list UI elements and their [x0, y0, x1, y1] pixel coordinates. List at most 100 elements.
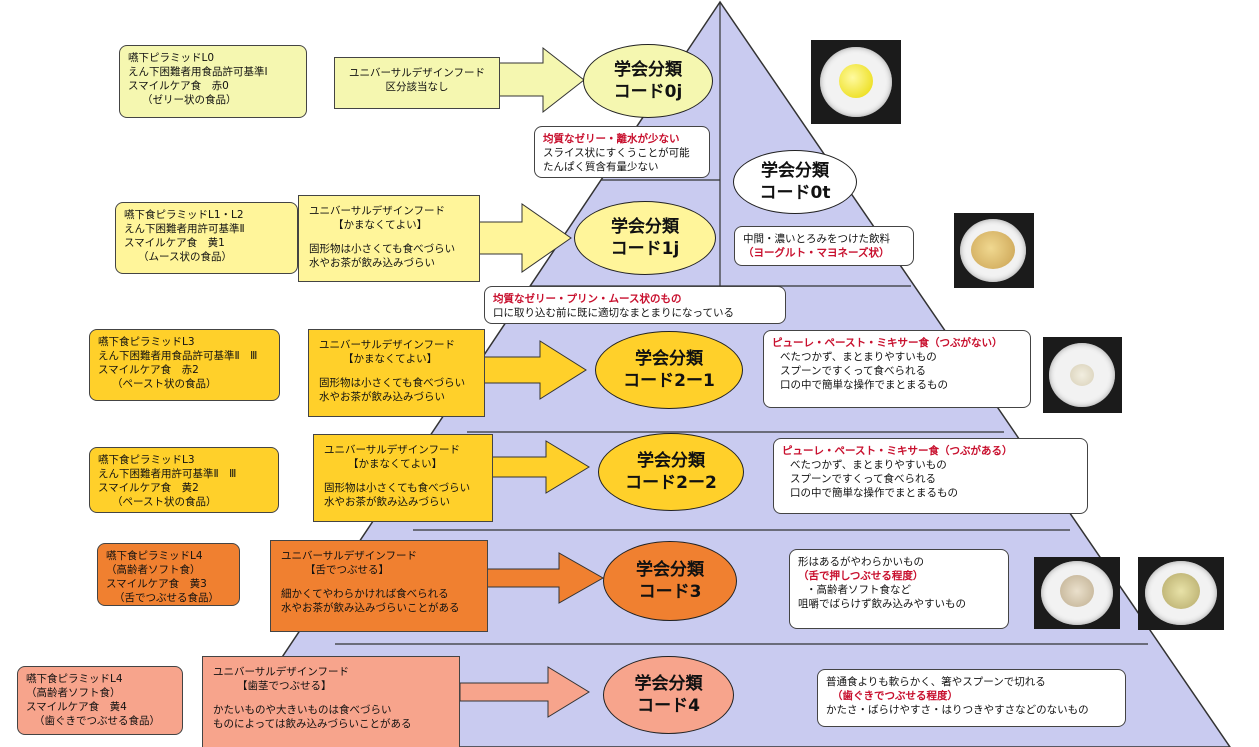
ud-21-line-3: 固形物は小さくても食べづらい [319, 377, 466, 389]
source-box-0j: 嚥下ピラミッドL0 えん下困難者用食品許可基準Ⅰ スマイルケア食 赤0 （ゼリー… [119, 45, 307, 118]
code-4-line-1: 学会分類 [634, 674, 703, 694]
code-1j-line-1: 学会分類 [611, 217, 679, 237]
source-4-line-1: 嚥下食ピラミッドL4 [26, 673, 123, 685]
arrow-3 [485, 552, 605, 604]
source-1j-line-4: （ムース状の食品） [138, 251, 232, 263]
source-4-line-4: （歯ぐきでつぶせる食品） [34, 715, 160, 727]
desc-21-line-4: 口の中で簡単な操作でまとまるもの [780, 379, 948, 391]
desc-box-2-1: ピューレ・ペースト・ミキサー食（つぶがない） べたつかず、まとまりやすいもの ス… [763, 330, 1031, 408]
ud-box-1j: ユニバーサルデザインフード 【かまなくてよい】 固形物は小さくても食べづらい 水… [298, 195, 480, 282]
ud-3-line-1: ユニバーサルデザインフード [281, 550, 417, 562]
source-3-line-1: 嚥下食ピラミッドL4 [106, 550, 203, 562]
ud-22-line-1: ユニバーサルデザインフード [324, 444, 460, 456]
code-oval-4: 学会分類 コード4 [603, 656, 734, 734]
desc-3-line-1: 形はあるがやわらかいもの [798, 556, 924, 568]
desc-box-4: 普通食よりも軟らかく、箸やスプーンで切れる （歯ぐきでつぶせる程度） かたさ・ば… [817, 669, 1126, 727]
code-3-line-1: 学会分類 [636, 560, 704, 580]
arrow-0j [497, 46, 585, 114]
desc-4-line-1: 普通食よりも軟らかく、箸やスプーンで切れる [826, 676, 1046, 688]
ud-1j-line-1: ユニバーサルデザインフード [309, 205, 445, 217]
code-0t-line-2: コード0t [759, 183, 831, 203]
code-22-line-1: 学会分類 [637, 451, 705, 471]
ud-21-line-2: 【かまなくてよい】 [343, 353, 438, 365]
desc-22-line-4: 口の中で簡単な操作でまとまるもの [790, 487, 958, 499]
code-oval-2-2: 学会分類 コード2ー2 [598, 433, 744, 511]
source-22-line-3: スマイルケア食 黄2 [98, 482, 199, 494]
source-box-4: 嚥下食ピラミッドL4 （高齢者ソフト食） スマイルケア食 黄4 （歯ぐきでつぶせ… [17, 666, 183, 735]
desc-0j-line-1: 均質なゼリー・離水が少ない [543, 133, 680, 145]
source-0j-line-1: 嚥下ピラミッドL0 [128, 52, 215, 64]
code-oval-1j: 学会分類 コード1j [574, 201, 716, 275]
ud-box-3: ユニバーサルデザインフード 【舌でつぶせる】 細かくてやわらかければ食べられる … [270, 540, 488, 632]
ud-box-2-1: ユニバーサルデザインフード 【かまなくてよい】 固形物は小さくても食べづらい 水… [308, 329, 485, 417]
code-4-line-2: コード4 [637, 696, 700, 716]
arrow-4 [459, 666, 590, 718]
source-3-line-4: （舌でつぶせる食品） [114, 592, 219, 604]
desc-0j-line-3: たんぱく質含有量少ない [543, 161, 659, 173]
source-21-line-4: （ペースト状の食品） [112, 378, 217, 390]
source-21-line-1: 嚥下食ピラミッドL3 [98, 336, 195, 348]
code-22-line-2: コード2ー2 [625, 473, 717, 493]
ud-3-line-3: 細かくてやわらかければ食べられる [281, 588, 449, 600]
source-1j-line-2: えん下困難者用許可基準Ⅱ [124, 223, 245, 235]
source-box-2-1: 嚥下食ピラミッドL3 えん下困難者用食品許可基準Ⅱ Ⅲ スマイルケア食 赤2 （… [89, 329, 280, 401]
ud-4-line-1: ユニバーサルデザインフード [213, 666, 349, 678]
desc-22-line-3: スプーンですくって食べられる [790, 473, 936, 485]
source-0j-line-3: スマイルケア食 赤0 [128, 80, 229, 92]
ud-1j-line-2: 【かまなくてよい】 [333, 219, 428, 231]
desc-22-line-1: ピューレ・ペースト・ミキサー食（つぶがある） [782, 445, 1013, 457]
desc-1j-line-2: 口に取り込む前に既に適切なまとまりになっている [493, 307, 734, 319]
ud-0j-line-1: ユニバーサルデザインフード [349, 67, 485, 79]
desc-4-line-3: かたさ・ばらけやすさ・はりつきやすさなどのないもの [826, 704, 1089, 716]
desc-0j-line-2: スライス状にすくうことが可能 [543, 147, 690, 159]
desc-3-line-2: （舌で押しつぶせる程度） [798, 570, 924, 582]
ud-3-line-4: 水やお茶が飲み込みづらいことがある [281, 602, 460, 614]
ud-box-2-2: ユニバーサルデザインフード 【かまなくてよい】 固形物は小さくても食べづらい 水… [313, 434, 493, 522]
food-photo-3a [1034, 557, 1120, 629]
arrow-2-2 [487, 440, 590, 494]
ud-21-line-1: ユニバーサルデザインフード [319, 339, 455, 351]
food-photo-0j [811, 40, 901, 124]
desc-22-line-2: べたつかず、まとまりやすいもの [790, 459, 947, 471]
food-photo-3b [1138, 557, 1224, 630]
source-1j-line-1: 嚥下食ピラミッドL1・L2 [124, 209, 244, 221]
arrow-2-1 [481, 340, 587, 400]
source-22-line-1: 嚥下食ピラミッドL3 [98, 454, 195, 466]
desc-21-line-2: べたつかず、まとまりやすいもの [780, 351, 937, 363]
desc-0t-line-2: （ヨーグルト・マヨネーズ状） [743, 247, 890, 259]
ud-3-line-2: 【舌でつぶせる】 [305, 564, 389, 576]
desc-box-1j: 均質なゼリー・プリン・ムース状のもの 口に取り込む前に既に適切なまとまりになって… [484, 286, 786, 324]
desc-4-line-2: （歯ぐきでつぶせる程度） [832, 690, 958, 702]
food-photo-0t [954, 213, 1034, 288]
code-1j-line-2: コード1j [610, 239, 680, 259]
ud-22-line-2: 【かまなくてよい】 [348, 458, 443, 470]
source-3-line-2: （高齢者ソフト食） [106, 564, 201, 576]
ud-22-line-3: 固形物は小さくても食べづらい [324, 482, 471, 494]
code-oval-3: 学会分類 コード3 [603, 541, 737, 621]
desc-21-line-3: スプーンですくって食べられる [780, 365, 926, 377]
source-4-line-3: スマイルケア食 黄4 [26, 701, 127, 713]
ud-box-4: ユニバーサルデザインフード 【歯茎でつぶせる】 かたいものや大きいものは食べづら… [202, 656, 460, 747]
desc-3-line-4: 咀嚼でばらけず飲み込みやすいもの [798, 598, 966, 610]
source-box-2-2: 嚥下食ピラミッドL3 えん下困難者用許可基準Ⅱ Ⅲ スマイルケア食 黄2 （ペー… [89, 447, 279, 513]
ud-0j-line-2: 区分該当なし [385, 81, 449, 93]
desc-box-3: 形はあるがやわらかいもの （舌で押しつぶせる程度） ・高齢者ソフト食など 咀嚼で… [789, 549, 1009, 629]
source-1j-line-3: スマイルケア食 黄1 [124, 237, 225, 249]
source-box-1j: 嚥下食ピラミッドL1・L2 えん下困難者用許可基準Ⅱ スマイルケア食 黄1 （ム… [115, 202, 298, 274]
food-photo-2-1 [1043, 337, 1122, 413]
source-21-line-3: スマイルケア食 赤2 [98, 364, 199, 376]
code-0j-line-2: コード0j [613, 82, 683, 102]
ud-1j-line-4: 水やお茶が飲み込みづらい [309, 257, 435, 269]
ud-4-line-4: ものによっては飲み込みづらいことがある [213, 718, 412, 730]
desc-1j-line-1: 均質なゼリー・プリン・ムース状のもの [493, 293, 682, 305]
code-3-line-2: コード3 [638, 582, 702, 602]
desc-3-line-3: ・高齢者ソフト食など [806, 584, 911, 596]
code-0t-line-1: 学会分類 [761, 161, 829, 181]
desc-21-line-1: ピューレ・ペースト・ミキサー食（つぶがない） [772, 337, 1003, 349]
desc-box-0j: 均質なゼリー・離水が少ない スライス状にすくうことが可能 たんぱく質含有量少ない [534, 126, 710, 178]
source-3-line-3: スマイルケア食 黄3 [106, 578, 207, 590]
ud-box-0j: ユニバーサルデザインフード 区分該当なし [334, 57, 500, 109]
code-0j-line-1: 学会分類 [614, 60, 682, 80]
